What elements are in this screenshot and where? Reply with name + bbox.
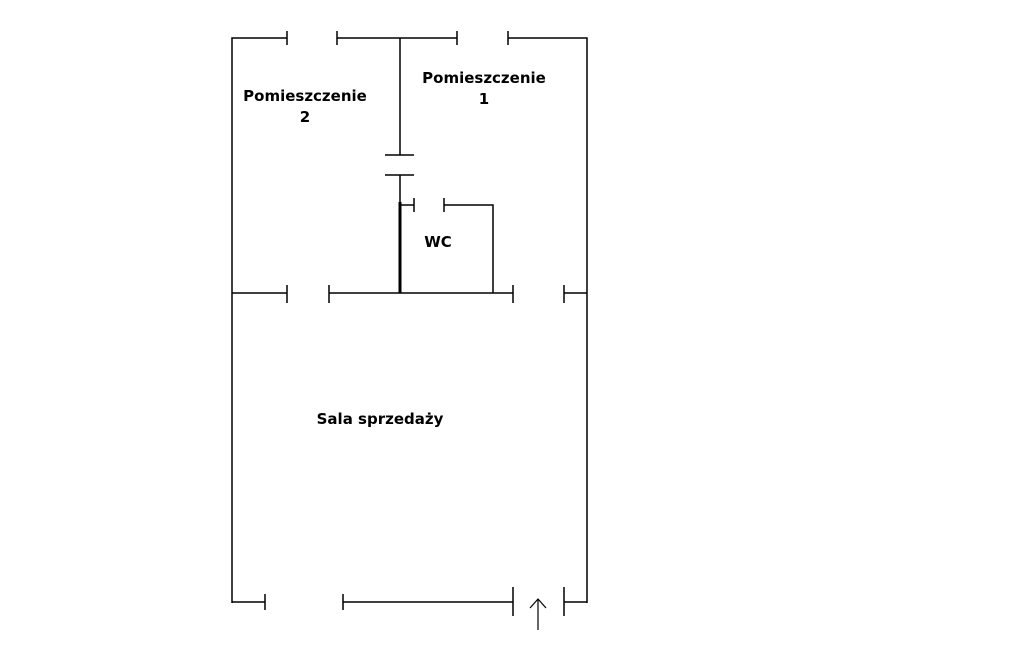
up-arrow-icon xyxy=(529,598,547,630)
sales-hall-label: Sala sprzedaży xyxy=(300,409,460,430)
sales-hall-label-line-1: Sala sprzedaży xyxy=(316,410,444,428)
wc-label: WC xyxy=(418,232,458,253)
room-2-label-line-2: 2 xyxy=(299,108,311,126)
room-2-label: Pomieszczenie 2 xyxy=(235,86,375,128)
room-2-label-line-1: Pomieszczenie xyxy=(243,87,367,105)
room-1-label-line-1: Pomieszczenie xyxy=(422,69,546,87)
top-wall-left-segment xyxy=(231,37,287,293)
top-wall-right-segment xyxy=(508,37,588,603)
wc-label-line-1: WC xyxy=(424,233,452,251)
room-1-label-line-2: 1 xyxy=(478,90,490,108)
room-1-label: Pomieszczenie 1 xyxy=(414,68,554,110)
wc-north-east-wall xyxy=(444,204,494,293)
